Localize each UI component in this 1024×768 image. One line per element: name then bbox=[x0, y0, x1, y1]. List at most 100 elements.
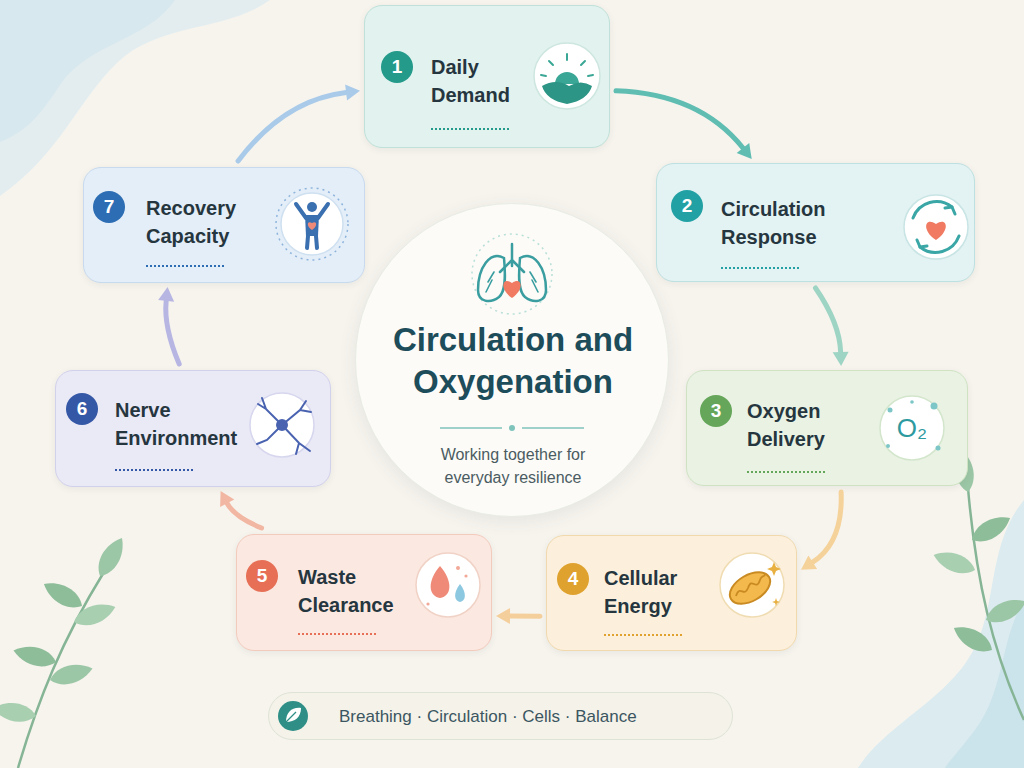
mitochondrion-shape bbox=[724, 566, 775, 611]
icon-disc bbox=[416, 553, 480, 617]
dotted-ring bbox=[276, 188, 348, 260]
cycle-arc bbox=[920, 236, 959, 252]
arrow-head bbox=[737, 143, 752, 159]
arrow-line bbox=[813, 492, 842, 562]
divider-dot bbox=[509, 425, 515, 431]
icon-disc bbox=[720, 553, 784, 617]
diagram-title: Circulation and Oxygenation bbox=[383, 319, 643, 403]
dotted-rule bbox=[747, 471, 825, 473]
flow-arrow bbox=[616, 91, 752, 159]
drops-icon bbox=[416, 553, 480, 617]
dotted-rule bbox=[721, 267, 799, 269]
bubble-dot bbox=[886, 444, 890, 448]
drop-shape bbox=[455, 584, 465, 602]
step-label: Circulation Response bbox=[721, 195, 841, 251]
bubble-dot bbox=[910, 400, 914, 404]
arrow-line bbox=[238, 92, 346, 161]
footer-pill: Breathing · Circulation · Cells · Balanc… bbox=[268, 692, 733, 740]
cristae-line bbox=[736, 574, 765, 596]
dotted-rule bbox=[298, 633, 376, 635]
icon-disc bbox=[904, 195, 968, 259]
subtitle: Working together for everyday resilience bbox=[413, 443, 613, 489]
icon-disc bbox=[281, 193, 343, 255]
icon-disc bbox=[534, 43, 600, 109]
mitochondrion-icon bbox=[720, 553, 784, 617]
leaf-stem bbox=[18, 572, 104, 768]
dotted-ring bbox=[472, 234, 552, 314]
person-icon bbox=[276, 188, 348, 260]
callout-number: 6 bbox=[66, 393, 98, 425]
leaf bbox=[0, 699, 38, 724]
flow-arrow bbox=[496, 608, 540, 624]
cell-body bbox=[276, 419, 288, 431]
sun-icon bbox=[534, 43, 600, 109]
icon-disc bbox=[250, 393, 314, 457]
leaf bbox=[71, 598, 119, 630]
person-limb bbox=[296, 204, 328, 248]
cycle-arc bbox=[913, 202, 952, 218]
lungs-icon bbox=[472, 234, 552, 314]
leaf bbox=[949, 620, 996, 658]
step-label: Nerve Environment bbox=[115, 396, 245, 452]
leaf bbox=[286, 708, 301, 722]
bubble-dot bbox=[888, 408, 893, 413]
bubble-dot bbox=[931, 403, 938, 410]
step-label: Daily Demand bbox=[431, 53, 531, 109]
callout-number: 2 bbox=[671, 190, 703, 222]
corner-blob bbox=[945, 600, 1024, 768]
callout-number: 7 bbox=[93, 191, 125, 223]
step-label: Waste Clearance bbox=[298, 563, 408, 619]
bubble-dot bbox=[936, 446, 941, 451]
hill-shape bbox=[542, 82, 592, 104]
arrow-line bbox=[510, 613, 540, 618]
oxygen-icon bbox=[880, 396, 944, 460]
step-label: Oxygen Delivery bbox=[747, 397, 847, 453]
leaf-vein bbox=[286, 712, 296, 722]
step-label: Recovery Capacity bbox=[146, 194, 246, 250]
cycle-head bbox=[917, 240, 927, 247]
symbol-label: O₂ bbox=[882, 413, 942, 443]
leaf bbox=[982, 593, 1024, 628]
arrow-head bbox=[220, 491, 234, 507]
heart-shape bbox=[503, 281, 520, 298]
callout-number: 4 bbox=[557, 563, 589, 595]
heart-shape bbox=[308, 222, 316, 230]
leaf bbox=[92, 533, 130, 580]
dot bbox=[464, 574, 467, 577]
arrow-head bbox=[801, 555, 817, 569]
lung-outline bbox=[519, 256, 546, 301]
dotted-rule bbox=[146, 265, 224, 267]
leaf bbox=[11, 642, 58, 671]
dot bbox=[426, 602, 429, 605]
arrow-line bbox=[816, 288, 841, 352]
callout-number: 3 bbox=[700, 395, 732, 427]
dotted-rule bbox=[431, 128, 509, 130]
icon-disc bbox=[880, 396, 944, 460]
flow-arrow bbox=[801, 492, 841, 570]
leaf bbox=[931, 546, 979, 578]
sparkle bbox=[767, 562, 781, 576]
title-divider bbox=[440, 425, 584, 431]
footer-text: Breathing · Circulation · Cells · Balanc… bbox=[339, 707, 637, 727]
sparkle bbox=[772, 598, 780, 606]
leaf bbox=[39, 576, 86, 614]
callout-number: 1 bbox=[381, 51, 413, 83]
step-label: Cellular Energy bbox=[604, 564, 704, 620]
corner-blob bbox=[0, 0, 175, 142]
heart-cycle-icon bbox=[904, 195, 968, 259]
lung-outline bbox=[478, 256, 505, 301]
person-head bbox=[307, 202, 317, 212]
corner-blob bbox=[858, 500, 1024, 768]
heart-shape bbox=[926, 222, 946, 240]
dot bbox=[456, 566, 460, 570]
dotted-rule bbox=[115, 469, 193, 471]
arrow-head bbox=[833, 352, 849, 366]
flow-arrow bbox=[220, 491, 261, 528]
leaf bbox=[968, 510, 1015, 548]
flow-arrow bbox=[238, 85, 360, 161]
